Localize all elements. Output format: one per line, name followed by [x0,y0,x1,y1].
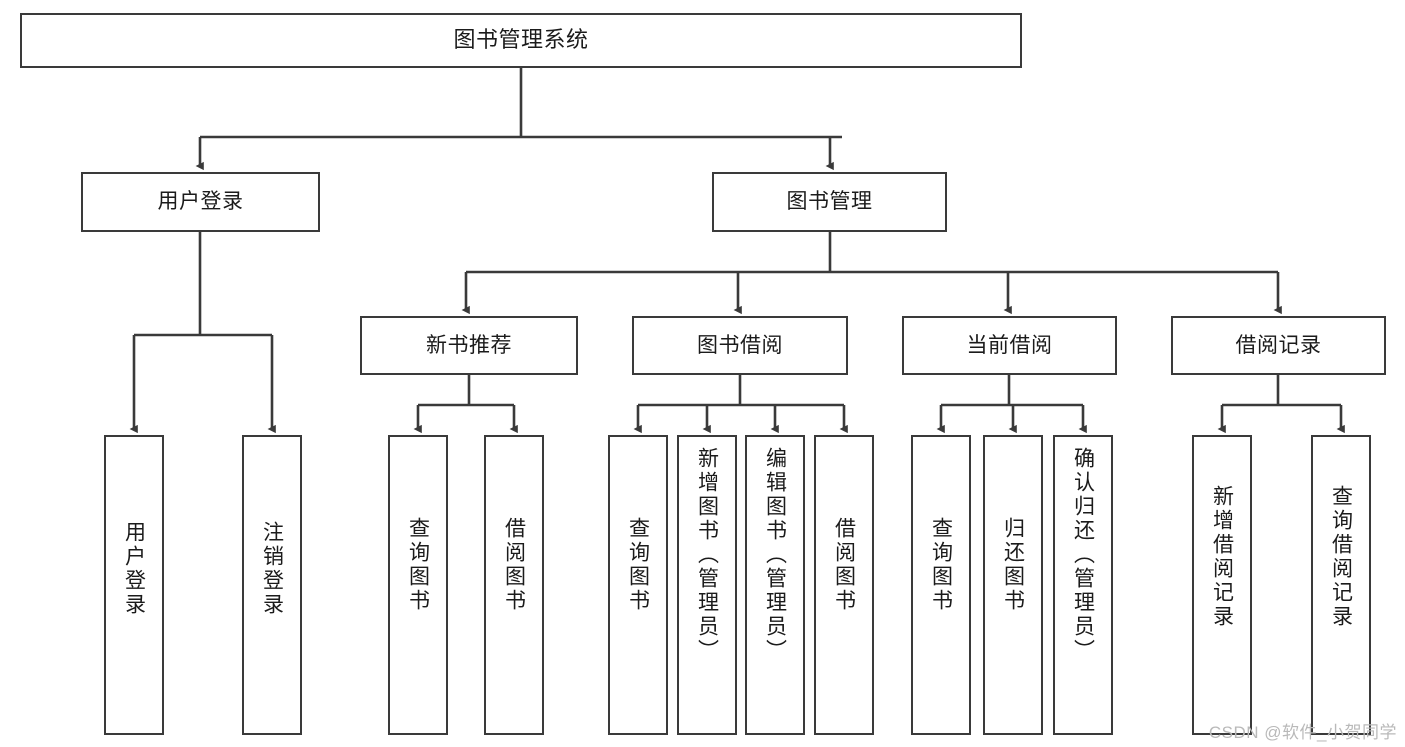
node-leaf-query-book-1-label: 查询图书 [406,517,430,613]
node-leaf-query-book-3-label: 查询图书 [929,517,953,613]
node-leaf-borrow-book-1-label: 借阅图书 [502,517,526,613]
node-leaf-add-book[interactable]: 新增图书（管理员） [677,435,737,735]
node-leaf-borrow-book-2-label: 借阅图书 [832,517,856,613]
node-borrow-record[interactable]: 借阅记录 [1171,316,1386,375]
node-root-label: 图书管理系统 [453,27,589,53]
node-leaf-return-book[interactable]: 归还图书 [983,435,1043,735]
node-leaf-query-record[interactable]: 查询借阅记录 [1311,435,1371,735]
node-borrow-record-label: 借阅记录 [1235,333,1322,357]
node-leaf-add-record[interactable]: 新增借阅记录 [1192,435,1252,735]
node-leaf-user-login-label: 用户登录 [122,521,146,617]
node-book-borrow-label: 图书借阅 [697,333,783,357]
node-leaf-borrow-book-2[interactable]: 借阅图书 [814,435,874,735]
node-leaf-edit-book-label: 编辑图书（管理员） [763,447,787,663]
node-leaf-user-logout-label: 注销登录 [260,521,284,617]
node-leaf-add-record-label: 新增借阅记录 [1210,485,1234,629]
node-leaf-user-logout[interactable]: 注销登录 [242,435,302,735]
node-book-manage[interactable]: 图书管理 [712,172,947,232]
node-root[interactable]: 图书管理系统 [20,13,1022,68]
node-book-borrow[interactable]: 图书借阅 [632,316,848,375]
node-leaf-user-login[interactable]: 用户登录 [104,435,164,735]
node-leaf-query-book-2[interactable]: 查询图书 [608,435,668,735]
node-leaf-query-book-2-label: 查询图书 [626,517,650,613]
node-current-borrow[interactable]: 当前借阅 [902,316,1117,375]
node-leaf-confirm-return-label: 确认归还（管理员） [1071,447,1095,663]
node-leaf-query-book-3[interactable]: 查询图书 [911,435,971,735]
node-leaf-confirm-return[interactable]: 确认归还（管理员） [1053,435,1113,735]
node-new-book-recommend-label: 新书推荐 [426,333,512,357]
node-user-login[interactable]: 用户登录 [81,172,320,232]
node-user-login-label: 用户登录 [157,190,244,214]
node-leaf-edit-book[interactable]: 编辑图书（管理员） [745,435,805,735]
node-current-borrow-label: 当前借阅 [966,333,1053,357]
node-leaf-return-book-label: 归还图书 [1001,517,1025,613]
csdn-watermark: CSDN @软件_小贺同学 [1208,723,1397,742]
node-book-manage-label: 图书管理 [786,190,873,214]
node-leaf-borrow-book-1[interactable]: 借阅图书 [484,435,544,735]
node-leaf-query-book-1[interactable]: 查询图书 [388,435,448,735]
node-new-book-recommend[interactable]: 新书推荐 [360,316,578,375]
node-leaf-query-record-label: 查询借阅记录 [1329,485,1353,629]
node-leaf-add-book-label: 新增图书（管理员） [695,447,719,663]
